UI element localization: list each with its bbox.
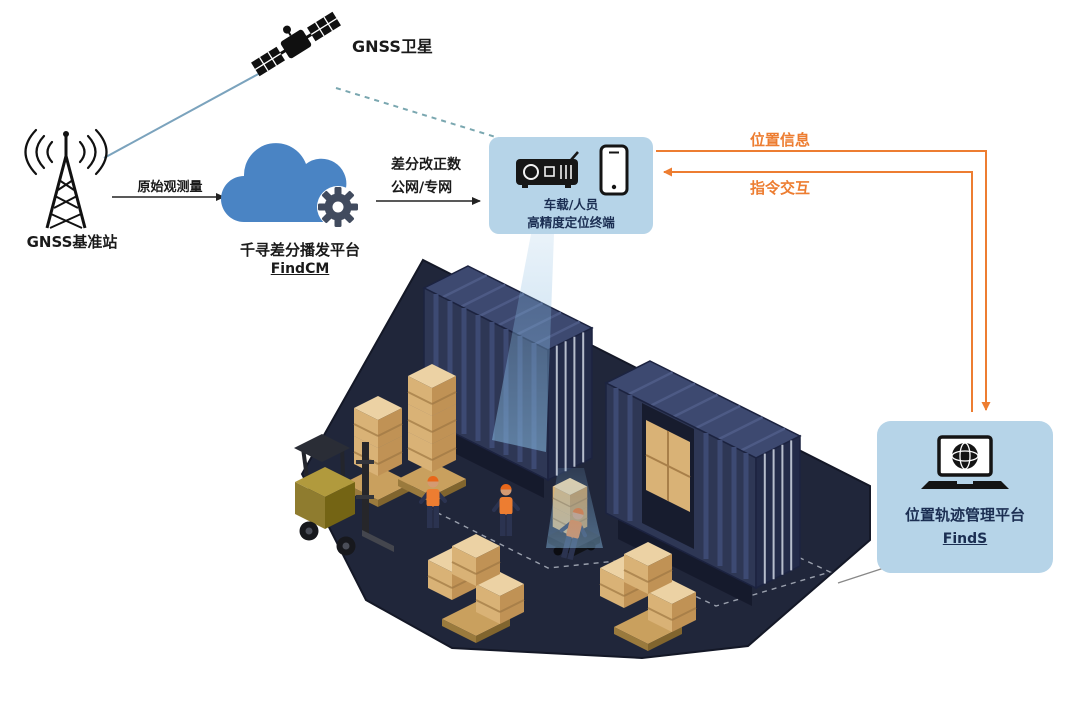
platform-product: FindS bbox=[942, 530, 988, 547]
gear-icon bbox=[318, 187, 358, 227]
laptop-globe-icon bbox=[921, 435, 1009, 489]
link-satellite-to-terminal bbox=[335, 87, 513, 143]
warehouse-yard bbox=[294, 258, 871, 660]
diff-correction-label-line1: 差分改正数 bbox=[391, 157, 461, 173]
position-info-label: 位置信息 bbox=[749, 131, 810, 149]
receiver-icon bbox=[516, 151, 579, 188]
positioning-beam-main bbox=[492, 234, 554, 452]
raw-observation-label: 原始观测量 bbox=[137, 180, 203, 195]
cloud-platform-product: FindCM bbox=[270, 261, 330, 277]
terminal-label-line1: 车载/人员 bbox=[543, 197, 599, 212]
link-finds-to-yard bbox=[837, 567, 885, 584]
phone-icon bbox=[599, 144, 629, 196]
base-station-icon bbox=[24, 128, 108, 229]
satellite-label: GNSS卫星 bbox=[352, 37, 433, 56]
base-station-label: GNSS基准站 bbox=[26, 233, 118, 251]
terminal-label-line2: 高精度定位终端 bbox=[527, 215, 615, 231]
arrow-position-info bbox=[656, 150, 991, 411]
terminal-panel: 车载/人员 高精度定位终端 bbox=[489, 137, 653, 234]
diff-correction-label-line2: 公网/专网 bbox=[391, 180, 453, 196]
container-2 bbox=[604, 360, 802, 606]
management-platform-panel: 位置轨迹管理平台 FindS bbox=[877, 421, 1053, 573]
terminal-icons bbox=[513, 144, 629, 196]
command-interaction-label: 指令交互 bbox=[749, 179, 810, 197]
floor-dashed-zone bbox=[646, 539, 832, 607]
platform-name: 位置轨迹管理平台 bbox=[904, 506, 1025, 524]
arrow-command bbox=[663, 167, 973, 412]
cloud-platform-name: 千寻差分播发平台 bbox=[239, 241, 360, 259]
forklift bbox=[294, 434, 394, 556]
link-satellite-to-base bbox=[103, 71, 263, 159]
positioning-beam-secondary bbox=[546, 468, 603, 548]
satellite-icon bbox=[251, 11, 341, 77]
